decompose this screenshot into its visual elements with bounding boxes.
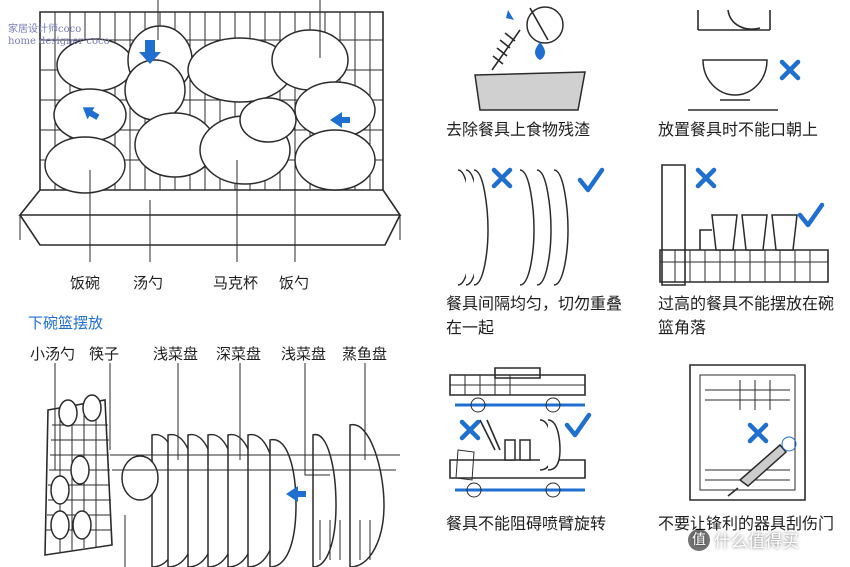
lower-rack-leaders	[54, 363, 366, 567]
tip-faceup-illustration	[688, 9, 801, 111]
upper-rack-leaders	[89, 0, 321, 262]
label-shallow-plate-1: 浅菜盘	[153, 345, 199, 363]
tip-caption-6: 不要让锋利的器具刮伤门	[658, 514, 835, 533]
label-chopsticks: 筷子	[89, 345, 120, 363]
label-mug: 马克杯	[213, 274, 259, 292]
label-small-spoon: 小汤勺	[30, 345, 76, 363]
upper-rack-arrows	[82, 40, 350, 128]
lower-rack-arrow	[286, 486, 306, 502]
tip-caption-4: 过高的餐具不能摆放在碗篮角落	[658, 294, 835, 337]
tip-sharp-illustration	[689, 364, 806, 501]
label-soup-spoon: 汤勺	[133, 274, 164, 292]
label-deep-plate: 深菜盘	[216, 345, 262, 363]
upper-rack-dishes	[44, 25, 376, 194]
tip-scrape-illustration	[474, 6, 586, 111]
site-logo-text: 什么值得买	[714, 532, 799, 552]
label-bowl: 饭碗	[70, 274, 101, 292]
tip-caption-3: 餐具间隔均匀，切勿重叠在一起	[446, 294, 623, 337]
watermark-line-2: home designer coco	[8, 36, 110, 47]
lower-rack-plates	[121, 424, 385, 567]
tip-caption-1: 去除餐具上食物残渣	[446, 120, 591, 139]
lower-rack-title: 下碗篮摆放	[28, 314, 104, 332]
tip-tall-illustration	[659, 164, 829, 286]
site-logo: 值 什么值得买	[688, 527, 799, 552]
label-rice-spoon: 饭勺	[279, 274, 310, 292]
watermark-line-1: 家居设计师coco	[8, 24, 82, 35]
lower-rack-frame	[110, 454, 400, 560]
label-fish-plate: 蒸鱼盘	[342, 345, 388, 363]
tip-caption-5: 餐具不能阻碍喷臂旋转	[446, 514, 607, 533]
tip-sprayarm-illustration	[449, 367, 592, 498]
site-logo-icon: 值	[688, 528, 710, 551]
label-shallow-plate-2: 浅菜盘	[281, 345, 327, 363]
cutlery-basket	[44, 394, 113, 556]
tip-spacing-illustration	[457, 167, 605, 286]
tip-caption-2: 放置餐具时不能口朝上	[658, 120, 819, 139]
